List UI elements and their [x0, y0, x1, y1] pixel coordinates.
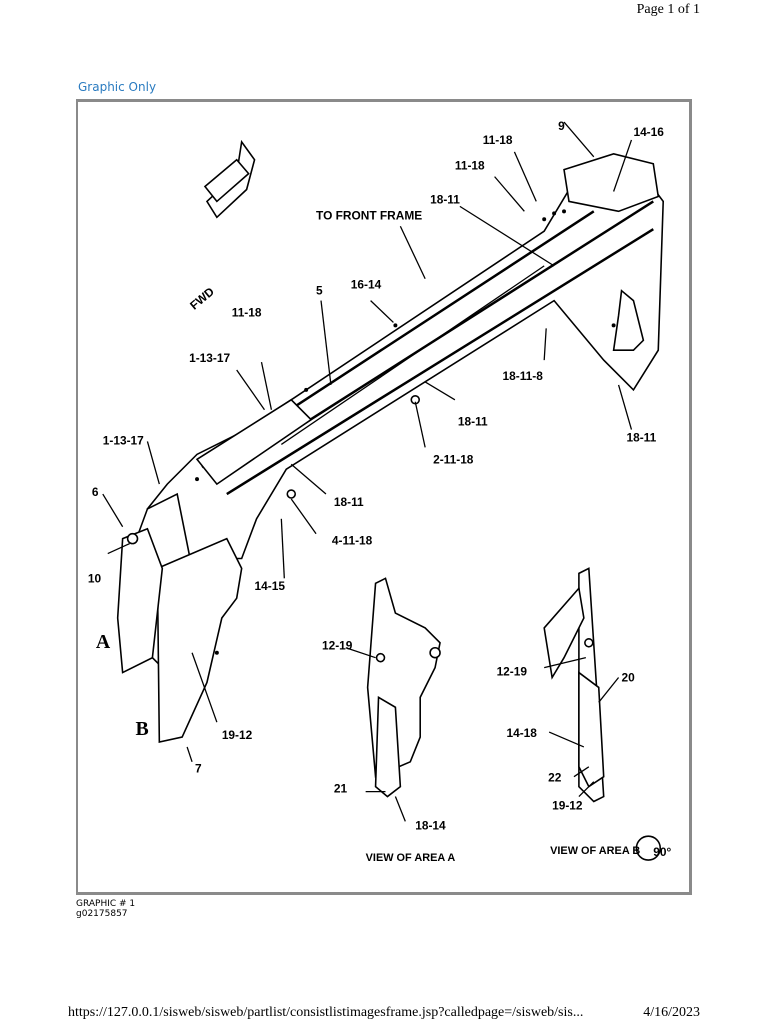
callout-19-12-main: 19-12: [222, 728, 253, 742]
footer-date: 4/16/2023: [643, 1005, 700, 1020]
view-area-b-detail: [543, 567, 662, 861]
callout-14-15: 14-15: [255, 579, 286, 593]
callout-9: 9: [558, 119, 565, 133]
fwd-arrow-icon: FWD: [187, 139, 256, 312]
callout-12-19-a: 12-19: [322, 639, 353, 653]
callout-1-13-17-lower: 1-13-17: [103, 433, 144, 447]
view-area-a-detail: [345, 577, 441, 822]
callout-11-18-top: 11-18: [483, 133, 513, 147]
callout-16-14: 16-14: [351, 278, 382, 292]
callout-20: 20: [622, 670, 636, 684]
parts-diagram: FWD: [88, 119, 672, 864]
callout-2-11-18: 2-11-18: [433, 452, 474, 466]
callout-1-13-17-upper: 1-13-17: [189, 351, 230, 365]
page-number: Page 1 of 1: [636, 2, 700, 17]
callout-4-11-18: 4-11-18: [332, 534, 373, 548]
fwd-label: FWD: [187, 284, 217, 312]
to-front-frame-label: TO FRONT FRAME: [316, 208, 422, 222]
callout-18-11-top: 18-11: [430, 192, 460, 206]
caption-graphic-number: GRAPHIC # 1: [76, 899, 136, 909]
footer-url: https://127.0.0.1/sisweb/sisweb/partlist…: [68, 1005, 584, 1020]
rotation-label: 90°: [653, 845, 671, 859]
area-b-label: B: [136, 718, 149, 740]
graphic-caption: GRAPHIC # 1 g02175857: [76, 899, 135, 919]
callout-18-11-lower: 18-11: [334, 495, 364, 509]
callout-19-12-b: 19-12: [552, 798, 583, 812]
callout-11-18-mid: 11-18: [232, 305, 262, 319]
section-label: Graphic Only: [78, 80, 157, 94]
callout-22: 22: [548, 771, 562, 785]
callout-18-11-8: 18-11-8: [503, 369, 544, 383]
callout-6: 6: [92, 485, 99, 499]
graphic-frame: FWD: [76, 99, 692, 895]
callout-18-11-right: 18-11: [627, 430, 657, 444]
callout-18-11-center: 18-11: [458, 415, 488, 429]
main-frame: [116, 152, 665, 743]
leader-lines: [102, 121, 633, 763]
callout-11-18-second: 11-18: [455, 159, 485, 173]
callout-21: 21: [334, 782, 348, 796]
callout-10: 10: [88, 571, 102, 585]
caption-graphic-id: g02175857: [76, 909, 128, 919]
callout-12-19-b: 12-19: [497, 665, 528, 679]
callout-14-18: 14-18: [506, 726, 537, 740]
callout-14-16: 14-16: [633, 125, 664, 139]
area-a-label: A: [96, 631, 111, 653]
callout-5: 5: [316, 284, 323, 298]
callout-18-14: 18-14: [415, 818, 446, 832]
view-area-a-title: VIEW OF AREA A: [366, 852, 456, 864]
callout-7: 7: [195, 762, 202, 776]
view-area-b-title: VIEW OF AREA B: [550, 845, 640, 857]
